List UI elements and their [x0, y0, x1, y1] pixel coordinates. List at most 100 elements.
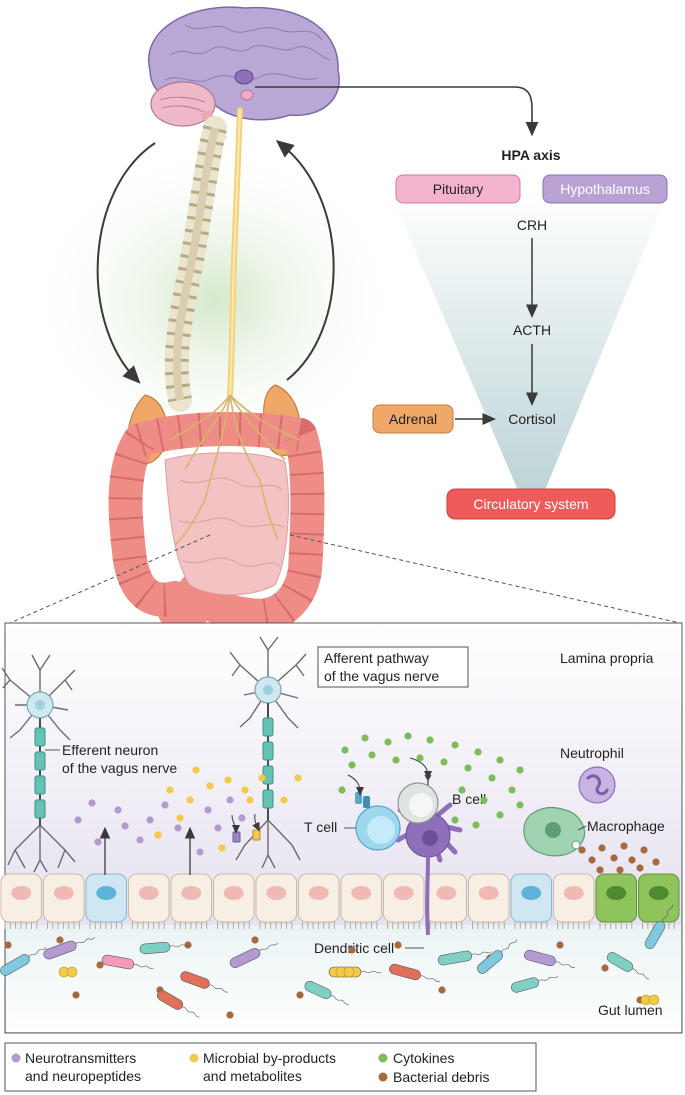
signal-dot: [496, 811, 504, 819]
signal-dot: [246, 796, 254, 804]
afferent-label-2: of the vagus nerve: [324, 668, 439, 684]
brain: [147, 6, 340, 143]
signal-dot: [136, 836, 144, 844]
signal-dot: [628, 856, 636, 864]
efferent-label-1: Efferent neuron: [62, 742, 158, 758]
gut-wall-inset: Lamina propria Gut lumen Efferent neuron…: [0, 622, 683, 1034]
afferent-label-box: [317, 646, 469, 688]
signal-dot: [392, 756, 400, 764]
signal-dot: [4, 941, 12, 949]
signal-dot: [652, 858, 660, 866]
epithelial-cell: [255, 873, 297, 929]
epithelial-cell: [43, 873, 85, 929]
svg-text:Cytokines: Cytokines: [393, 1050, 454, 1066]
signal-dot: [294, 774, 302, 782]
neutrophil-label: Neutrophil: [560, 745, 624, 761]
svg-text:Pituitary: Pituitary: [433, 181, 484, 197]
svg-text:and neuropeptides: and neuropeptides: [25, 1068, 141, 1084]
brain-to-hpa-arrow: [255, 86, 539, 137]
descending-arrow: [96, 142, 156, 384]
t-cell: [355, 792, 401, 851]
bacterium: [304, 980, 349, 1005]
signal-dot: [121, 822, 129, 830]
body-illustration: [25, 6, 539, 633]
signal-dot: [114, 806, 122, 814]
legend-cytokines: Cytokines: [378, 1050, 454, 1066]
signal-dot: [516, 766, 524, 774]
adrenal-box: Adrenal: [372, 404, 454, 434]
bacterium: [606, 952, 650, 980]
signal-dot: [224, 776, 232, 784]
signal-dot: [226, 796, 234, 804]
gut-bacteria: [0, 904, 673, 1018]
signal-dot: [458, 786, 466, 794]
spine: [164, 116, 227, 412]
signal-dot: [616, 866, 624, 874]
signal-dot: [94, 838, 102, 846]
efferent-neuron: [1, 654, 76, 873]
pituitary-box: Pituitary: [395, 174, 521, 204]
hypothalamus-box: Hypothalamus: [542, 174, 668, 204]
signal-dot: [416, 754, 424, 762]
signal-dot: [426, 736, 434, 744]
signal-dot: [384, 738, 392, 746]
legend-neurotransmitters: Neurotransmitters and neuropeptides: [11, 1050, 141, 1084]
signal-dot: [348, 946, 356, 954]
signal-dot: [154, 831, 162, 839]
signal-dot: [218, 844, 226, 852]
signal-dot: [56, 936, 64, 944]
bacterium: [139, 941, 191, 955]
signal-dot: [636, 864, 644, 872]
bacterium: [644, 904, 673, 949]
signal-dot: [204, 806, 212, 814]
signal-dot: [338, 786, 346, 794]
svg-text:Adrenal: Adrenal: [389, 411, 437, 427]
signal-dot: [620, 842, 628, 850]
svg-text:Neurotransmitters: Neurotransmitters: [25, 1050, 136, 1066]
signal-dot: [226, 1011, 234, 1019]
epithelial-cell: [553, 873, 595, 929]
signal-dot: [404, 732, 412, 740]
signal-dot: [368, 751, 376, 759]
hpa-title: HPA axis: [501, 147, 560, 163]
bacterium: [156, 990, 200, 1018]
efferent-label-2: of the vagus nerve: [62, 760, 177, 776]
signal-dot: [640, 846, 648, 854]
signal-dot: [588, 856, 596, 864]
ascending-arrow: [275, 139, 335, 381]
signal-dot: [196, 848, 204, 856]
pituitary-marker: [240, 89, 254, 101]
lamina-propria-label: Lamina propria: [560, 650, 654, 666]
signal-dot: [186, 796, 194, 804]
signal-dot: [496, 756, 504, 764]
cortisol-label: Cortisol: [508, 411, 555, 427]
signal-dot: [238, 814, 246, 822]
signal-dot: [72, 991, 80, 999]
signal-dot: [556, 941, 564, 949]
signal-dot: [438, 986, 446, 994]
enteric-nerve-branches: [169, 394, 301, 546]
metabolite-cluster: [343, 966, 355, 978]
epithelial-cell: [638, 873, 680, 929]
signal-dot: [508, 786, 516, 794]
bacterium: [180, 971, 228, 993]
epithelial-cell: [0, 873, 42, 929]
circulatory-system-box: Circulatory system: [446, 488, 616, 520]
signal-dot: [206, 782, 214, 790]
legend: Neurotransmitters and neuropeptides Micr…: [4, 1042, 537, 1092]
bacterium: [437, 950, 492, 966]
signal-dot: [598, 844, 606, 852]
svg-text:Hypothalamus: Hypothalamus: [560, 181, 650, 197]
b-cell-label: B cell: [452, 791, 486, 807]
signal-dot: [174, 824, 182, 832]
epithelial-cell: [298, 873, 340, 929]
colon: [108, 412, 325, 633]
zoom-line-right: [289, 534, 681, 624]
signal-dot: [596, 866, 604, 874]
signal-dot: [610, 854, 618, 862]
hypothalamus-marker: [234, 69, 254, 85]
macrophage: [523, 806, 586, 857]
signal-dot: [601, 964, 609, 972]
signal-dot: [578, 846, 586, 854]
signal-dot: [74, 816, 82, 824]
